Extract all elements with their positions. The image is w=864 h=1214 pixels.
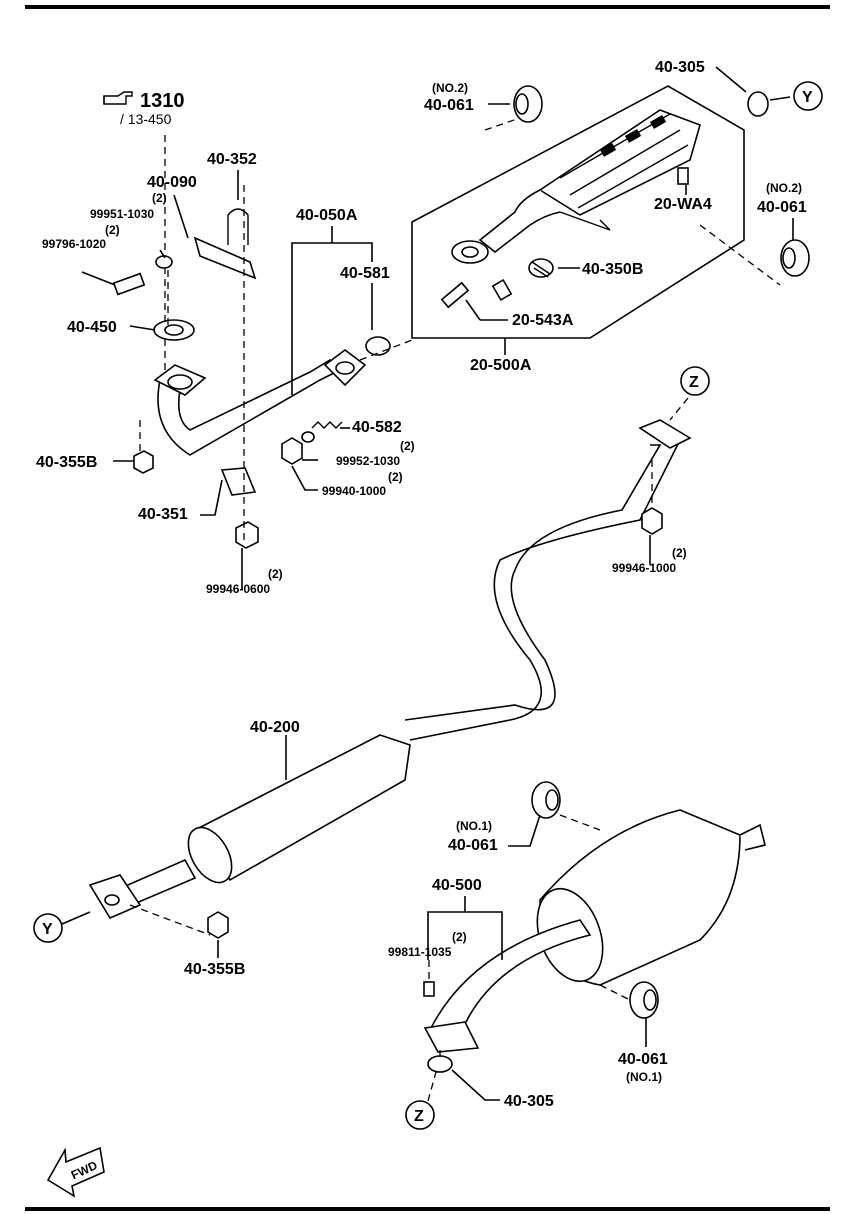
label-40-351: 40-351: [138, 506, 188, 523]
bracket-40-351: [220, 467, 257, 496]
label-99952-qty: (2): [400, 439, 415, 453]
label-40-061-top-no: (NO.2): [432, 81, 468, 95]
label-40-305-bottom: 40-305: [504, 1093, 554, 1110]
label-99951-qty: (2): [152, 191, 167, 205]
label-40-061-mid-no: (NO.1): [456, 819, 492, 833]
label-40-200: 40-200: [250, 719, 300, 736]
marker-z-top: [680, 366, 710, 396]
label-99946-1000: 99946-1000: [612, 561, 676, 575]
bolt-assembly: [491, 278, 513, 302]
label-99796-qty: (2): [105, 223, 120, 237]
spring-40-582: [311, 421, 343, 429]
label-20-WA4: 20-WA4: [654, 196, 712, 213]
marker-y-bottom-label: Y: [42, 921, 53, 938]
label-99811: 99811-1035: [388, 945, 452, 959]
label-99946-0600-qty: (2): [268, 567, 283, 581]
leader-40-061-right: [699, 224, 781, 286]
gasket-40-305-bottom: [427, 1055, 453, 1073]
bottom-rule: [25, 1207, 830, 1211]
bolt-99796: [112, 272, 146, 296]
leader-40-061-top: [484, 117, 521, 131]
hanger-rubber-mid: [531, 781, 561, 819]
label-40-061-mid: 40-061: [448, 837, 498, 854]
nut-40-355B-top: [133, 450, 154, 474]
bracket-40-090: [193, 236, 257, 280]
label-40-050A: 40-050A: [296, 207, 358, 224]
nut-99946-0600: [235, 521, 259, 549]
marker-z-bottom: [405, 1100, 435, 1130]
marker-y-top: [793, 81, 823, 111]
assembly-box-20-500A: [411, 85, 745, 339]
label-99951: 99951-1030: [90, 207, 154, 221]
gasket-40-581: [365, 336, 391, 356]
label-40-355B-top: 40-355B: [36, 454, 97, 471]
pointing-hand-icon: [103, 91, 133, 105]
label-99940: 99940-1000: [322, 484, 386, 498]
label-40-061-top: 40-061: [424, 97, 474, 114]
top-rule: [25, 5, 830, 9]
stud-20-543A: [440, 281, 470, 309]
fwd-arrow-icon: FWD: [46, 1146, 105, 1198]
marker-y-bottom: [33, 913, 63, 943]
label-99952: 99952-1030: [336, 454, 400, 468]
label-40-355B-bottom: 40-355B: [184, 961, 245, 978]
washer-99952: [301, 431, 315, 443]
label-40-061-bottom: 40-061: [618, 1051, 668, 1068]
bolt-20-WA4: [677, 167, 689, 185]
hanger-rubber-right: [780, 239, 810, 277]
hanger-rubber-bottom: [629, 981, 659, 1019]
gasket-40-305-top: [747, 91, 769, 117]
label-20-543A: 20-543A: [512, 312, 574, 329]
label-20-500A: 20-500A: [470, 357, 532, 374]
reference-sub: / 13-450: [120, 111, 172, 127]
marker-z-top-label: Z: [689, 374, 699, 391]
spring-40-350B: [528, 258, 554, 278]
center-pipe-40-200: [88, 419, 692, 920]
label-40-305-top: 40-305: [655, 59, 705, 76]
catalytic-converter: [451, 109, 701, 264]
label-40-450: 40-450: [67, 319, 117, 336]
bolt-99811: [423, 981, 435, 997]
front-pipe-40-050A: [153, 349, 367, 456]
label-40-090: 40-090: [147, 174, 197, 191]
u-bolt-40-352: [227, 208, 249, 245]
nut-99946-1000: [641, 507, 663, 535]
label-99946-1000-qty: (2): [672, 546, 687, 560]
rear-muffler-40-500: [423, 809, 766, 1053]
label-40-581: 40-581: [340, 265, 390, 282]
label-99940-qty: (2): [388, 470, 403, 484]
label-40-500: 40-500: [432, 877, 482, 894]
label-40-350B: 40-350B: [582, 261, 643, 278]
nut-99940: [281, 437, 303, 465]
label-99811-qty: (2): [452, 930, 467, 944]
label-40-582: 40-582: [352, 419, 402, 436]
label-99946-0600: 99946-0600: [206, 582, 270, 596]
reference-main: 1310: [140, 90, 185, 112]
label-40-061-right: 40-061: [757, 199, 807, 216]
label-40-352: 40-352: [207, 151, 257, 168]
label-40-061-bottom-no: (NO.1): [626, 1070, 662, 1084]
nut-40-355B-bottom: [207, 911, 229, 939]
label-99796: 99796-1020: [42, 237, 106, 251]
marker-z-bottom-label: Z: [414, 1108, 424, 1125]
label-40-061-right-no: (NO.2): [766, 181, 802, 195]
marker-y-top-label: Y: [802, 89, 813, 106]
hanger-rubber-top: [513, 85, 543, 123]
label-leaders: [81, 103, 794, 1101]
